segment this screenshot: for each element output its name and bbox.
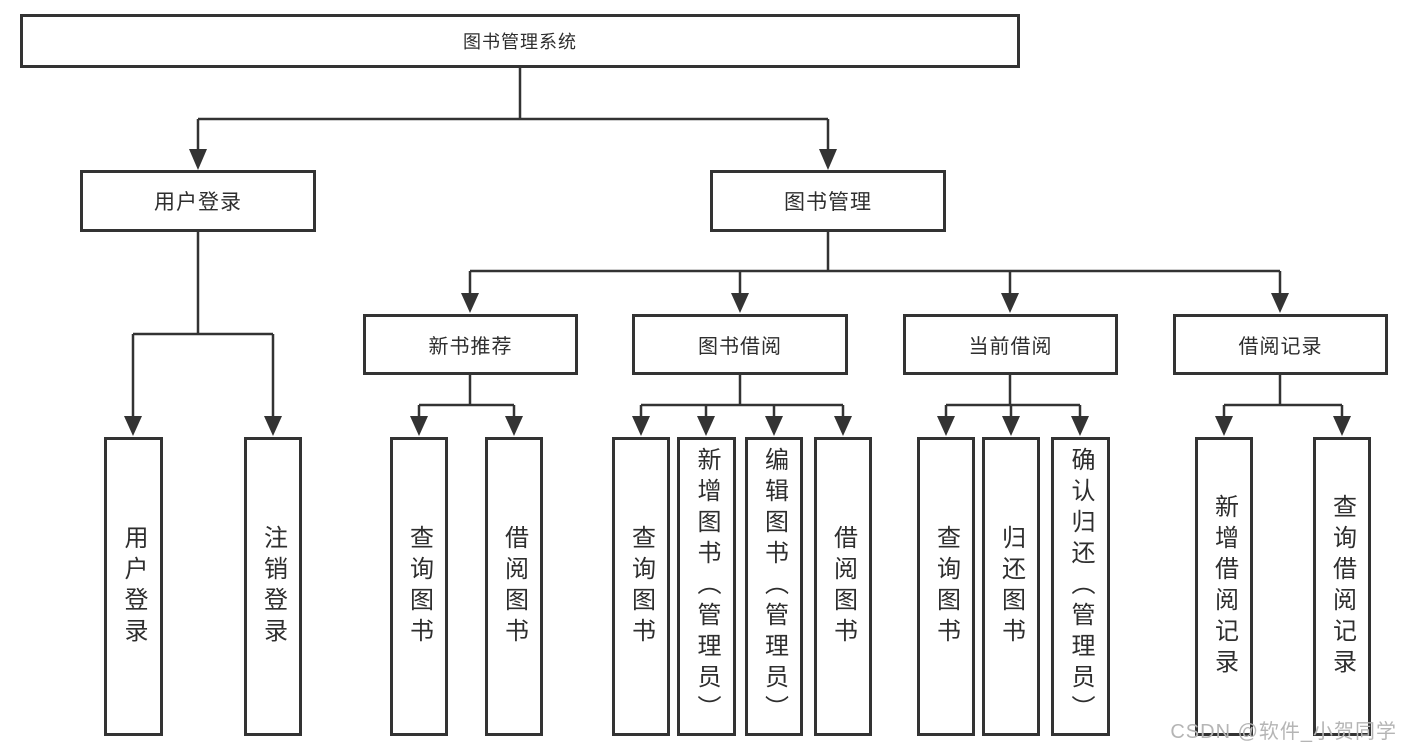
leaf-query-books-recommend: 查询图书	[390, 437, 448, 736]
leaf-query-borrow-record: 查询借阅记录	[1313, 437, 1371, 736]
node-label: 新书推荐	[428, 336, 513, 358]
node-label: 注销登录	[259, 524, 287, 649]
node-new-book-recommend: 新书推荐	[363, 314, 578, 375]
node-label: 查询借阅记录	[1328, 493, 1356, 680]
leaf-add-books-admin: 新增图书（管理员）	[677, 437, 736, 736]
leaf-query-books-borrowing: 查询图书	[612, 437, 670, 736]
node-label: 用户登录	[154, 191, 242, 214]
node-label: 图书借阅	[698, 336, 782, 358]
node-label: 查询图书	[627, 524, 655, 649]
node-user-login: 用户登录	[80, 170, 316, 232]
watermark: CSDN @软件_小贺同学	[1170, 721, 1397, 743]
node-label: 图书管理系统	[463, 32, 577, 52]
node-current-borrowing: 当前借阅	[903, 314, 1118, 375]
leaf-confirm-return-admin: 确认归还（管理员）	[1051, 437, 1110, 736]
node-label: 用户登录	[120, 524, 147, 649]
node-label: 借阅图书	[500, 524, 528, 649]
leaf-return-books: 归还图书	[982, 437, 1040, 736]
node-label: 当前借阅	[968, 336, 1053, 358]
leaf-logout: 注销登录	[244, 437, 302, 736]
leaf-user-login: 用户登录	[104, 437, 163, 736]
node-label: 借阅记录	[1238, 336, 1323, 358]
leaf-edit-books-admin: 编辑图书（管理员）	[745, 437, 803, 736]
node-book-borrowing: 图书借阅	[632, 314, 848, 375]
node-borrow-records: 借阅记录	[1173, 314, 1388, 375]
leaf-borrow-books-recommend: 借阅图书	[485, 437, 543, 736]
node-book-management: 图书管理	[710, 170, 946, 232]
node-library-management-system: 图书管理系统	[20, 14, 1020, 68]
leaf-borrow-books-borrowing: 借阅图书	[814, 437, 872, 736]
node-label: 查询图书	[405, 524, 433, 649]
node-label: 新增图书（管理员）	[693, 447, 720, 726]
leaf-query-books-current: 查询图书	[917, 437, 975, 736]
node-label: 图书管理	[784, 191, 872, 214]
node-label: 归还图书	[997, 524, 1025, 649]
node-label: 借阅图书	[829, 524, 857, 649]
node-label: 新增借阅记录	[1210, 493, 1238, 680]
leaf-add-borrow-record: 新增借阅记录	[1195, 437, 1253, 736]
node-label: 查询图书	[932, 524, 960, 649]
node-label: 编辑图书（管理员）	[760, 447, 788, 726]
node-label: 确认归还（管理员）	[1067, 447, 1094, 726]
